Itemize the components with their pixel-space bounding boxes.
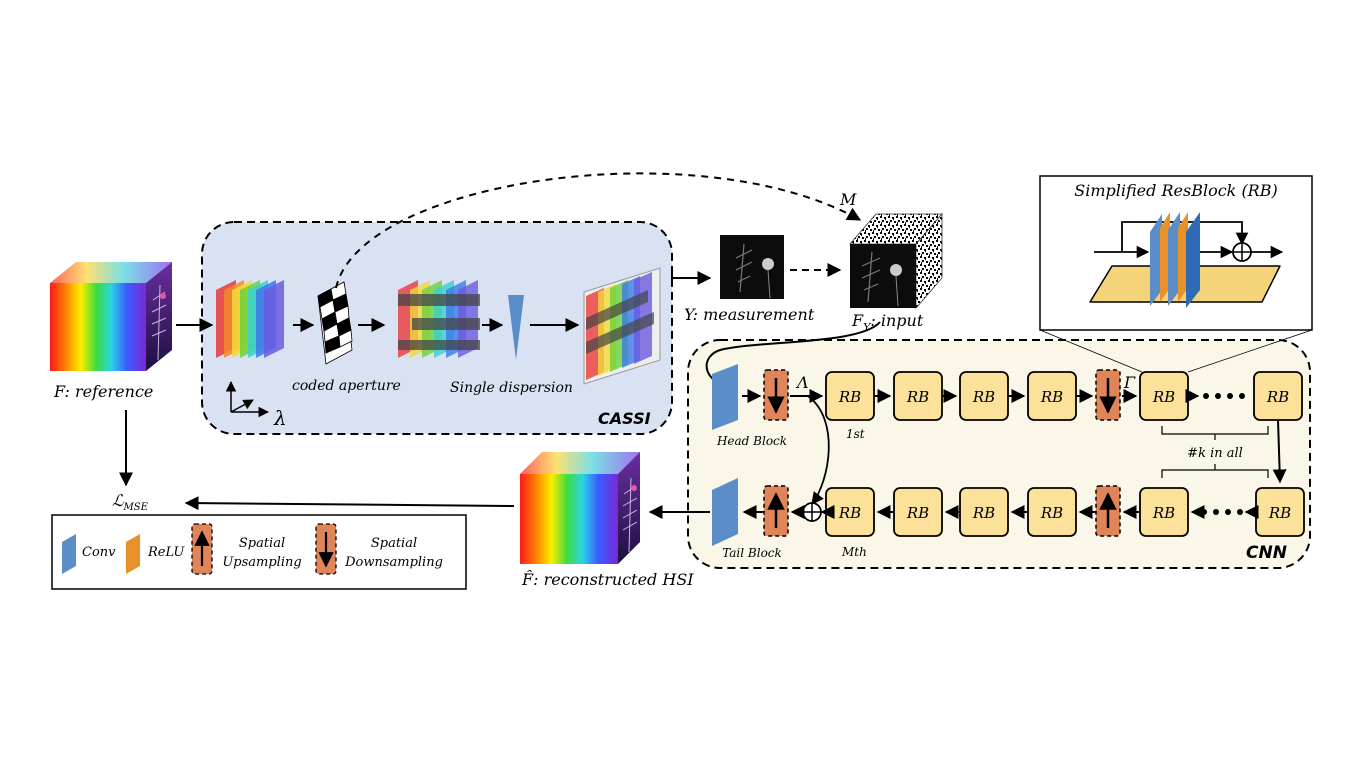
rb-top-3-label: RB (972, 388, 995, 406)
lambda-upper-label: Λ (795, 373, 809, 392)
measurement-label: Y: measurement (684, 305, 815, 324)
cnn-label: CNN (1246, 543, 1287, 563)
rb-bottom-3: RB (1027, 487, 1077, 537)
legend-up-1: Spatial (239, 536, 285, 551)
rb-top-2: RB (893, 371, 943, 421)
m-label: M (839, 190, 857, 209)
head-block-conv (712, 364, 738, 430)
ellipsis-top (1203, 393, 1245, 399)
legend-box (51, 514, 467, 590)
reference-label: F: reference (53, 382, 153, 401)
measurement-image (720, 235, 784, 299)
rb-top-6: RB (1253, 371, 1303, 421)
gamma-upper-label: Γ (1123, 373, 1136, 392)
rb-top-1-label: RB (838, 388, 861, 406)
downsample-block-2 (1095, 369, 1121, 421)
rb-top-4: RB (1027, 371, 1077, 421)
coded-spectral-stack (398, 280, 480, 358)
resblock-title: Simplified ResBlock (RB) (1074, 181, 1277, 200)
mth-label: Mth (841, 545, 867, 559)
rb-bottom-2-label: RB (1152, 504, 1175, 522)
resblock-illustration (1089, 212, 1284, 308)
coded-aperture-mask (317, 281, 353, 365)
rb-bottom-4: RB (959, 487, 1009, 537)
rb-top-5-label: RB (1152, 388, 1175, 406)
legend-down-2: Downsampling (344, 555, 443, 570)
rb-bottom-5-label: RB (906, 504, 929, 522)
upsample-block-1 (763, 485, 789, 537)
single-dispersion-label: Single dispersion (450, 380, 573, 396)
loss-label: ℒMSE (112, 491, 149, 513)
reference-hsi-cube (50, 262, 172, 371)
rb-bottom-6-label: RB (838, 504, 861, 522)
rb-bottom-4-label: RB (972, 504, 995, 522)
downsample-block-1 (763, 369, 789, 421)
coded-aperture-label: coded aperture (292, 378, 401, 394)
cassi-label: CASSI (598, 409, 651, 428)
rb-top-3: RB (959, 371, 1009, 421)
head-block-label: Head Block (716, 434, 787, 448)
rb-bottom-5: RB (893, 487, 943, 537)
spectral-band-stack (216, 280, 284, 358)
first-label: 1st (846, 427, 865, 441)
legend-conv: Conv (82, 545, 116, 560)
upsample-block-2 (1095, 485, 1121, 537)
rb-top-5: RB (1139, 371, 1189, 421)
legend-up-2: Upsampling (222, 555, 301, 570)
upsampling-legend-icon (191, 523, 213, 575)
tail-block-label: Tail Block (722, 546, 782, 560)
input-label: FY: input (851, 311, 924, 334)
dispersed-stack (583, 267, 661, 385)
conv-legend-icon (62, 534, 76, 574)
rb-bottom-2: RB (1139, 487, 1189, 537)
k-all-label: #k in all (1187, 446, 1243, 461)
legend-down-1: Spatial (371, 536, 417, 551)
dispersion-prism (508, 295, 524, 360)
rb-bottom-3-label: RB (1040, 504, 1063, 522)
rb-bottom-1: RB (1255, 487, 1305, 537)
rb-top-1: RB (825, 371, 875, 421)
downsampling-legend-icon (315, 523, 337, 575)
rb-bottom-6: RB (825, 487, 875, 537)
rb-bottom-1-label: RB (1268, 504, 1291, 522)
rb-top-2-label: RB (906, 388, 929, 406)
input-label-sub: Y (863, 321, 872, 334)
tail-block-conv (712, 478, 738, 546)
input-label-main: F (851, 311, 864, 330)
axes-icon (225, 380, 270, 418)
legend-relu: ReLU (147, 545, 185, 560)
skip-connection (807, 395, 830, 506)
rb-top-4-label: RB (1040, 388, 1063, 406)
loss-label-main: ℒ (112, 491, 124, 510)
rb-top-6-label: RB (1266, 388, 1289, 406)
sum-node (802, 502, 822, 522)
reconstructed-hsi-cube (520, 452, 640, 564)
input-label-rest: : input (870, 311, 923, 330)
loss-label-sub: MSE (123, 502, 149, 513)
reconstructed-label: F̂: reconstructed HSI (521, 570, 694, 589)
lambda-label: λ (273, 406, 287, 430)
input-cube (849, 212, 943, 310)
mask-path-arrow (335, 172, 862, 289)
relu-legend-icon (126, 534, 140, 574)
